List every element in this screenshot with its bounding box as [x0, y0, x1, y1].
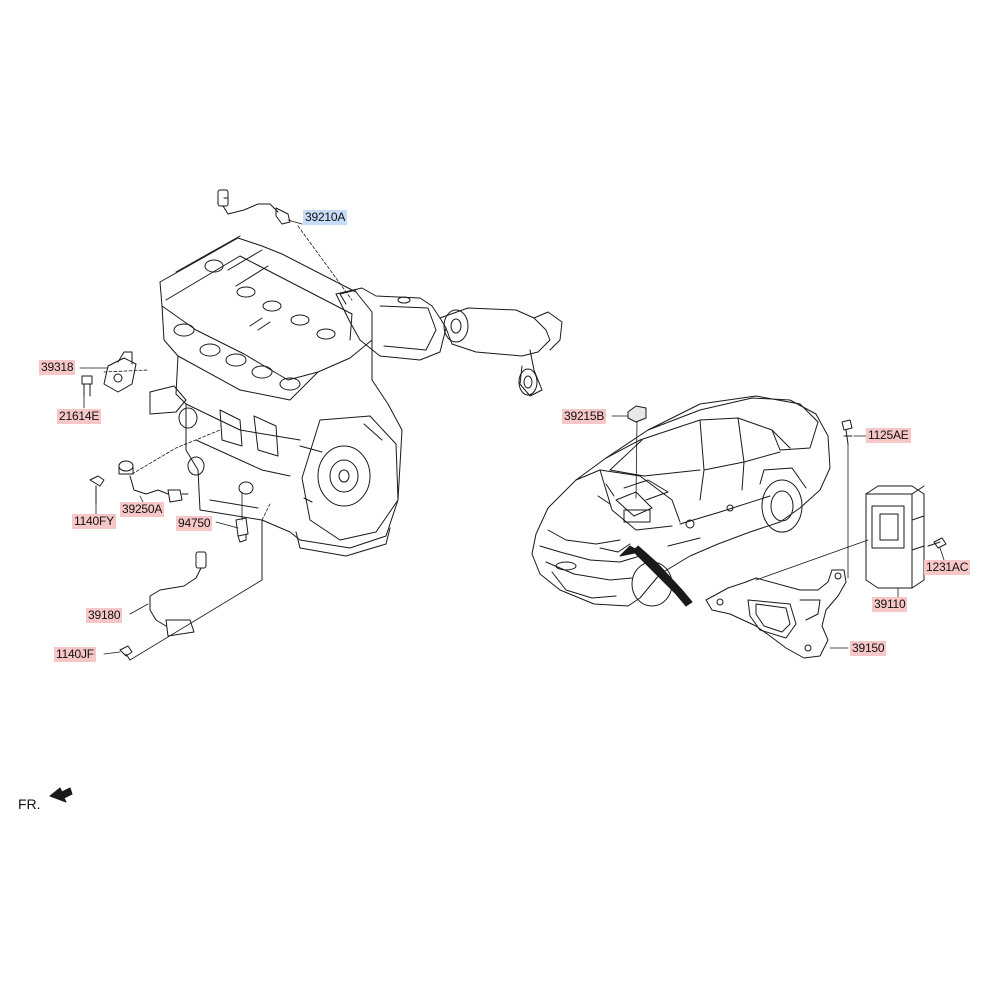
- rubber-cap: [627, 405, 647, 499]
- knock-sensor: [89, 460, 189, 505]
- cam-position-sensor: [81, 351, 137, 397]
- orientation-label: FR.: [18, 796, 41, 812]
- part-label-1125ae[interactable]: 1125AE: [866, 428, 911, 443]
- part-label-1140fy[interactable]: 1140FY: [72, 514, 116, 529]
- location-arrow: [619, 545, 693, 607]
- part-label-39180[interactable]: 39180: [86, 608, 123, 623]
- exhaust-manifold: [335, 287, 563, 397]
- bolt-1125ae: [841, 419, 867, 579]
- vehicle-outline: [531, 395, 831, 607]
- part-label-39110[interactable]: 39110: [872, 597, 908, 612]
- front-direction-arrow-icon: [49, 787, 73, 803]
- engine-assembly: [149, 235, 403, 557]
- part-label-94750[interactable]: 94750: [176, 516, 213, 531]
- ecu-bracket: [705, 539, 869, 659]
- oxygen-sensor-upper: [217, 189, 291, 225]
- part-label-21614e[interactable]: 21614E: [57, 409, 102, 424]
- part-label-39150[interactable]: 39150: [850, 641, 887, 656]
- part-label-1140jf[interactable]: 1140JF: [54, 647, 96, 662]
- part-label-39210a[interactable]: 39210A: [303, 210, 348, 225]
- bolt-1231ac: [927, 537, 947, 561]
- part-label-39215b[interactable]: 39215B: [562, 409, 607, 424]
- part-label-39250a[interactable]: 39250A: [120, 502, 165, 517]
- oxygen-sensor-lower: [119, 551, 207, 661]
- leader-lines: [79, 219, 353, 661]
- oil-pressure-switch: [235, 517, 249, 543]
- engine-control-unit: [865, 485, 925, 599]
- part-label-39318[interactable]: 39318: [39, 360, 76, 375]
- part-label-1231ac[interactable]: 1231AC: [924, 560, 971, 575]
